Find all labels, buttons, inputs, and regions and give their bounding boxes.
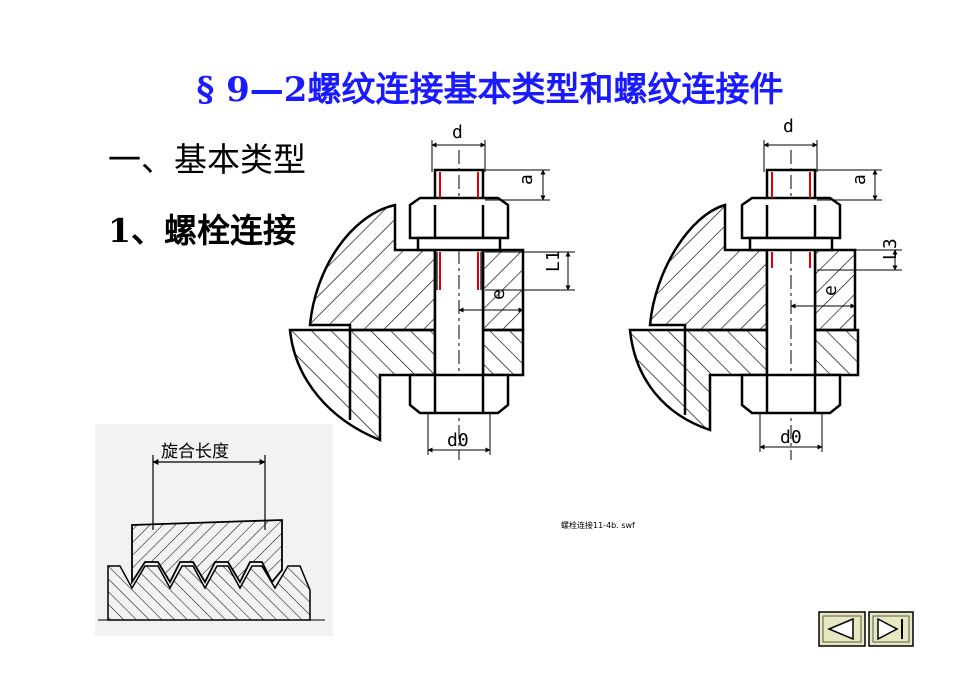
dim-a-left: a [516, 174, 537, 185]
dim-e-right: e [820, 285, 841, 296]
thread-engagement-label: 旋合长度 [161, 442, 229, 462]
dim-l3-right: L3 [880, 238, 901, 260]
thread-engagement-figure [95, 424, 333, 636]
slide-title: § 9—2螺纹连接基本类型和螺纹连接件 [196, 70, 784, 110]
dim-a-right: a [849, 174, 870, 185]
dim-d-right: d [783, 116, 794, 137]
bolt-connection-drawing-right [628, 140, 902, 460]
dim-e-left: e [488, 289, 509, 300]
dim-l1-left: L1 [543, 250, 564, 272]
previous-slide-button[interactable] [818, 611, 866, 647]
skip-to-end-icon [877, 617, 899, 641]
next-slide-end-button[interactable] [868, 611, 914, 647]
media-caption: 螺栓连接11-4b. swf [561, 521, 635, 530]
dim-d0-left: d0 [447, 430, 469, 451]
bolt-connection-drawing-left [288, 140, 575, 460]
subsection-heading: 1、螺栓连接 [108, 211, 296, 250]
triangle-left-icon [827, 617, 854, 641]
dim-d-left: d [452, 122, 463, 143]
section-heading: 一、基本类型 [108, 140, 306, 179]
dim-d0-right: d0 [780, 427, 802, 448]
